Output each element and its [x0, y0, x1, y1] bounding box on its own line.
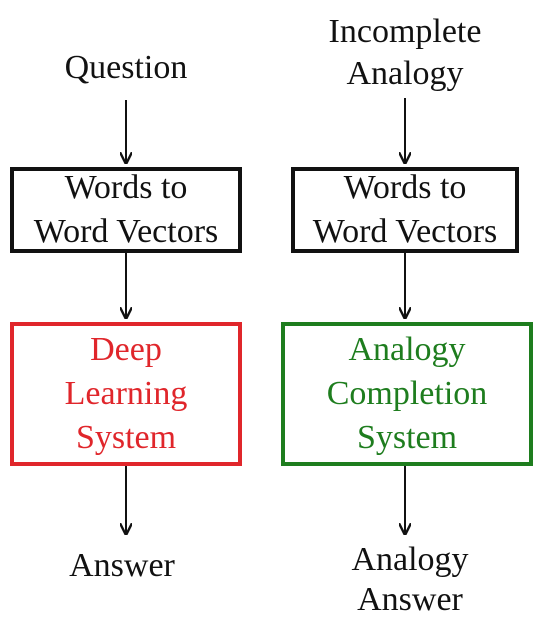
box-line: System [356, 419, 458, 456]
question-label: Question [26, 48, 226, 88]
incomplete-analogy-line: Incomplete [328, 13, 482, 50]
question-label-line: Question [64, 49, 188, 86]
box-line: Word Vectors [33, 213, 219, 250]
box-line: Words to [64, 169, 188, 206]
incomplete-analogy-line: Analogy [346, 55, 464, 92]
box-line: Learning [64, 375, 188, 412]
incomplete-analogy-label: Incomplete Analogy [305, 12, 505, 94]
box-line: Words to [343, 169, 467, 206]
words-to-word-vectors-box-right: Words to Word Vectors [291, 167, 519, 253]
box-line: Completion [326, 375, 488, 412]
box-line: Deep [90, 331, 162, 368]
deep-learning-system-box: Deep Learning System [10, 322, 242, 466]
analogy-answer-label: Analogy Answer [310, 540, 510, 620]
box-line: Analogy [348, 331, 466, 368]
answer-label-line: Answer [69, 547, 175, 584]
words-to-word-vectors-box-left: Words to Word Vectors [10, 167, 242, 253]
box-line: Word Vectors [312, 213, 498, 250]
answer-label: Answer [22, 546, 222, 586]
analogy-answer-line: Answer [357, 581, 463, 618]
analogy-answer-line: Analogy [351, 541, 469, 578]
box-line: System [75, 419, 177, 456]
analogy-completion-system-box: Analogy Completion System [281, 322, 533, 466]
